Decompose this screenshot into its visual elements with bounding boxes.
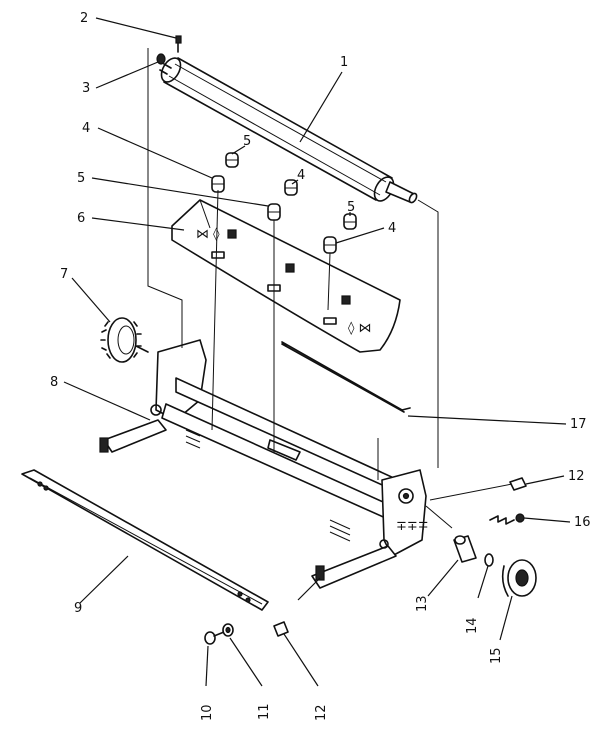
shaft-bushing [453, 535, 477, 563]
callout-8: 8 [50, 375, 58, 390]
small-block-lower [273, 621, 289, 637]
callout-4b: 4 [297, 168, 305, 183]
snap-ring [484, 553, 494, 567]
bushing-e [343, 213, 357, 230]
wire-rod [281, 341, 411, 413]
bushing-a [225, 152, 239, 168]
callout-9: 9 [74, 601, 82, 616]
callout-15: 15 [489, 647, 504, 664]
callout-14: 14 [465, 617, 480, 634]
callout-12b: 12 [314, 704, 329, 721]
callout-7: 7 [60, 267, 68, 282]
callout-5b: 5 [77, 171, 85, 186]
callout-13: 13 [415, 595, 430, 612]
part-3-washer [156, 53, 166, 65]
main-frame: ∓∓∓ [99, 339, 429, 589]
screw [204, 631, 225, 645]
spring [489, 513, 525, 525]
leader-lines [63, 17, 571, 687]
callout-4c: 4 [388, 221, 396, 236]
callout-12a: 12 [568, 469, 585, 484]
callout-17: 17 [570, 417, 587, 432]
bushing-f [323, 236, 337, 254]
paper-guide-plate: ⋈ ◊ ◊ ⋈ [171, 199, 401, 353]
bushing-d [267, 203, 281, 221]
bushing-c [284, 179, 298, 196]
platen-knob [501, 559, 537, 597]
callout-4a: 4 [82, 121, 90, 136]
bushing-b [211, 175, 225, 193]
svg-text:∓∓∓: ∓∓∓ [396, 519, 429, 534]
bushings [211, 152, 357, 254]
callout-labels: 2 3 1 4 5 4 5 5 4 6 7 8 17 12 16 9 13 14… [50, 11, 591, 721]
drive-gear [100, 317, 149, 363]
washer [222, 623, 234, 637]
callout-3: 3 [82, 81, 90, 96]
callout-5a: 5 [243, 134, 251, 149]
callout-5c: 5 [347, 200, 355, 215]
callout-2: 2 [80, 11, 88, 26]
callout-6: 6 [77, 211, 85, 226]
assembly-guides [147, 48, 513, 529]
front-bar [21, 469, 269, 611]
small-block-upper [509, 477, 527, 491]
callout-11: 11 [257, 703, 272, 720]
callout-10: 10 [200, 704, 215, 721]
svg-text:⋈ ◊: ⋈ ◊ [196, 227, 220, 242]
part-2-pin [175, 35, 182, 53]
callout-1: 1 [340, 55, 348, 70]
platen-roller [159, 57, 418, 204]
svg-text:◊ ⋈: ◊ ⋈ [348, 321, 372, 336]
callout-16: 16 [574, 515, 591, 530]
